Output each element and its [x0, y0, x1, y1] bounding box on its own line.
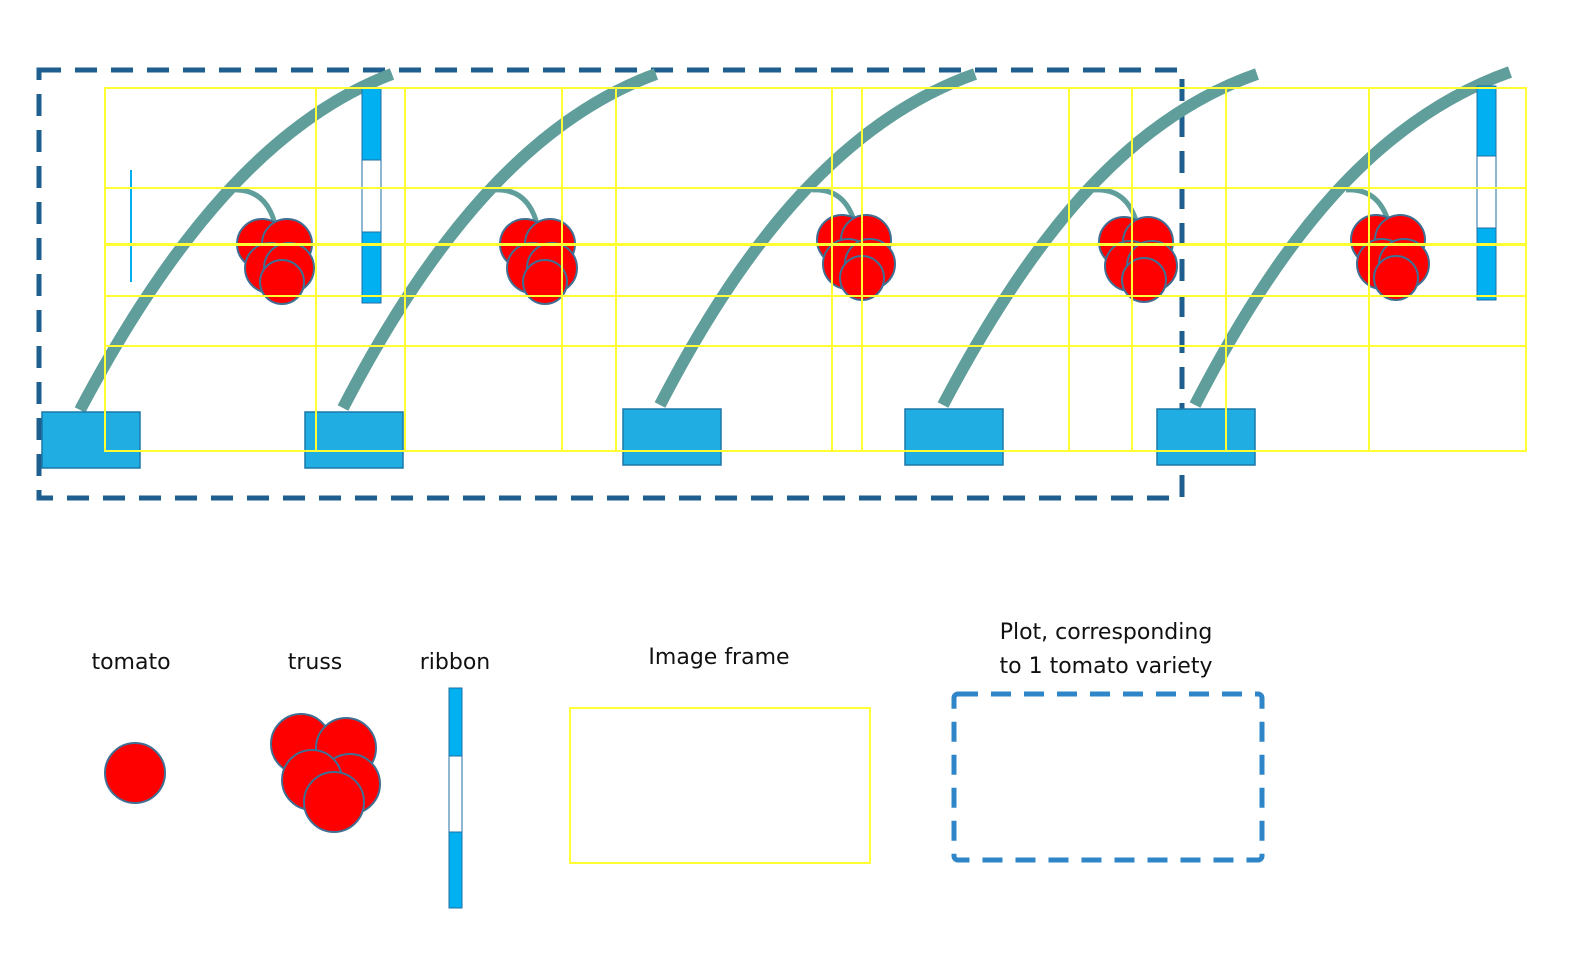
- legend-label-plot-line1: Plot, corresponding: [1000, 620, 1213, 645]
- ribbon-scene-1: [361, 87, 382, 304]
- legend-label-truss: truss: [288, 650, 343, 675]
- plant-4: [904, 68, 1259, 466]
- truss: [236, 218, 315, 305]
- legend-label-image-frame: Image frame: [648, 645, 789, 670]
- truss: [1350, 214, 1430, 301]
- pot: [1156, 408, 1256, 466]
- legend-label-tomato: tomato: [91, 650, 170, 675]
- legend-plot-icon: [951, 691, 1265, 863]
- ribbon-scene-2: [1476, 85, 1497, 301]
- pot: [904, 408, 1004, 466]
- stem: [337, 68, 659, 411]
- legend-label-ribbon: ribbon: [420, 650, 491, 675]
- stem: [1189, 66, 1513, 408]
- pot: [304, 411, 404, 469]
- pot: [41, 411, 141, 469]
- image-frames: [104, 87, 1527, 452]
- legend-label-plot-line2: to 1 tomato variety: [1000, 654, 1213, 679]
- legend-tomato-icon: [104, 742, 166, 804]
- stem: [74, 68, 395, 413]
- legend-image-frame-icon: [569, 707, 871, 864]
- truss: [816, 214, 896, 301]
- plant-2: [304, 68, 659, 469]
- plot-boundary: [36, 67, 1185, 501]
- plant-3: [622, 68, 978, 466]
- truss: [1098, 216, 1178, 303]
- plant-1: [41, 68, 395, 469]
- truss: [499, 218, 578, 305]
- pot: [622, 408, 722, 466]
- stem: [937, 68, 1259, 408]
- stem: [654, 68, 978, 408]
- legend-ribbon-icon: [448, 687, 463, 909]
- plant-5: [1156, 66, 1513, 466]
- legend-truss-icon: [270, 713, 381, 833]
